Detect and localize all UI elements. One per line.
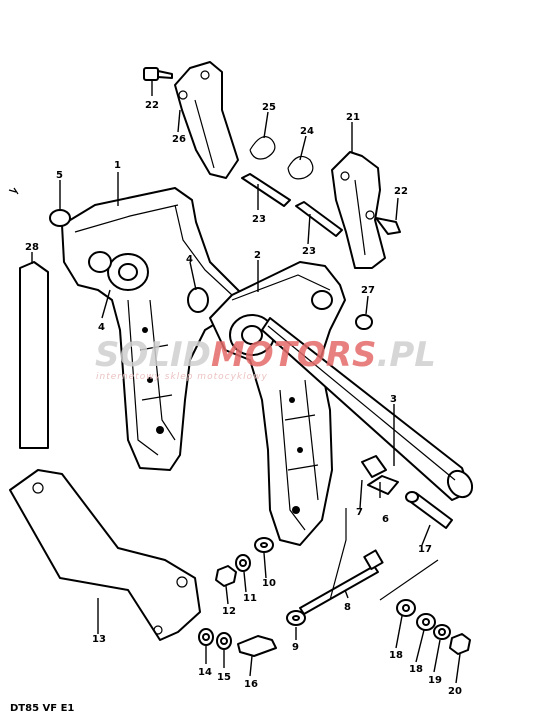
watermark-brand-suffix: .PL [376,335,436,375]
callout-3: 3 [390,394,397,405]
part-18-washer-a [396,599,416,617]
callout-20: 20 [448,686,462,697]
svg-text:SOLIDMOTORS.PL: SOLIDMOTORS.PL [95,335,436,375]
part-16-bolt [237,635,277,657]
callout-23b: 23 [302,246,316,257]
part-12-nut [215,565,237,587]
callout-23a: 23 [252,214,266,225]
callout-11: 11 [243,593,257,604]
part-23-pin-a [241,173,291,207]
callout-6: 6 [382,514,389,525]
callout-26: 26 [172,134,186,145]
callout-5: 5 [56,170,63,181]
part-17-pin [405,491,453,529]
callout-16: 16 [244,679,258,690]
part-22-bolt-right [375,217,401,235]
callout-12: 12 [222,606,236,617]
callout-24: 24 [300,126,314,137]
part-11-washer [235,554,251,572]
part-1-clamp-bracket-left [61,187,241,471]
callout-9: 9 [292,642,299,653]
watermark: SOLIDMOTORS.PL internetowy sklep motocyk… [95,335,436,382]
part-18-washer-b [416,613,436,631]
watermark-tagline: internetowy sklep motocyklowy [96,372,268,382]
part-22-bolt-top [143,67,173,81]
callout-22b: 22 [394,186,408,197]
part-13-plate [9,469,201,641]
part-23-pin-b [295,201,343,237]
part-20-nut [449,633,471,655]
part-10-washer [254,537,274,553]
part-2-clamp-bracket-right [209,261,346,546]
part-28-strip [19,261,49,449]
callout-14: 14 [198,667,212,678]
callout-28: 28 [25,242,39,253]
model-code: DT85 VF E1 [10,703,74,714]
part-8-long-bolt [299,549,384,615]
callout-8: 8 [344,602,351,613]
part-3-swivel-tube [261,317,474,501]
part-7-bushing [361,455,387,478]
part-15-washer [216,632,232,650]
callout-18a: 18 [389,650,403,661]
callout-17: 17 [418,544,432,555]
part-19-washer [433,624,451,640]
callout-22a: 22 [145,100,159,111]
watermark-brand-gray: SOLID [95,335,211,375]
callout-7: 7 [356,507,363,518]
callout-labels: 1 2 3 4 4 5 6 7 8 9 10 11 12 13 14 15 16… [25,100,462,697]
callout-27: 27 [361,285,375,296]
callout-4a: 4 [98,322,105,333]
part-6-bolt [367,475,399,495]
callout-1: 1 [114,160,121,171]
callout-10: 10 [262,578,276,589]
part-5-plug [49,209,71,227]
part-25-spring [249,136,276,160]
part-26-tilt-bracket [174,61,239,179]
watermark-brand-red: MOTORS [211,335,377,375]
part-21-tilt-bracket [331,151,386,269]
leader-lines [8,80,461,684]
callout-18b: 18 [409,664,423,675]
callout-4b: 4 [186,254,193,265]
callout-2: 2 [254,250,261,261]
part-9-washer [286,610,306,626]
callout-25: 25 [262,102,276,113]
part-27-cap [355,314,373,330]
callout-15: 15 [217,672,231,683]
callout-13: 13 [92,634,106,645]
callout-19: 19 [428,675,442,686]
callout-21: 21 [346,112,360,123]
part-14-washer [198,628,214,646]
part-24-spring [287,155,314,180]
